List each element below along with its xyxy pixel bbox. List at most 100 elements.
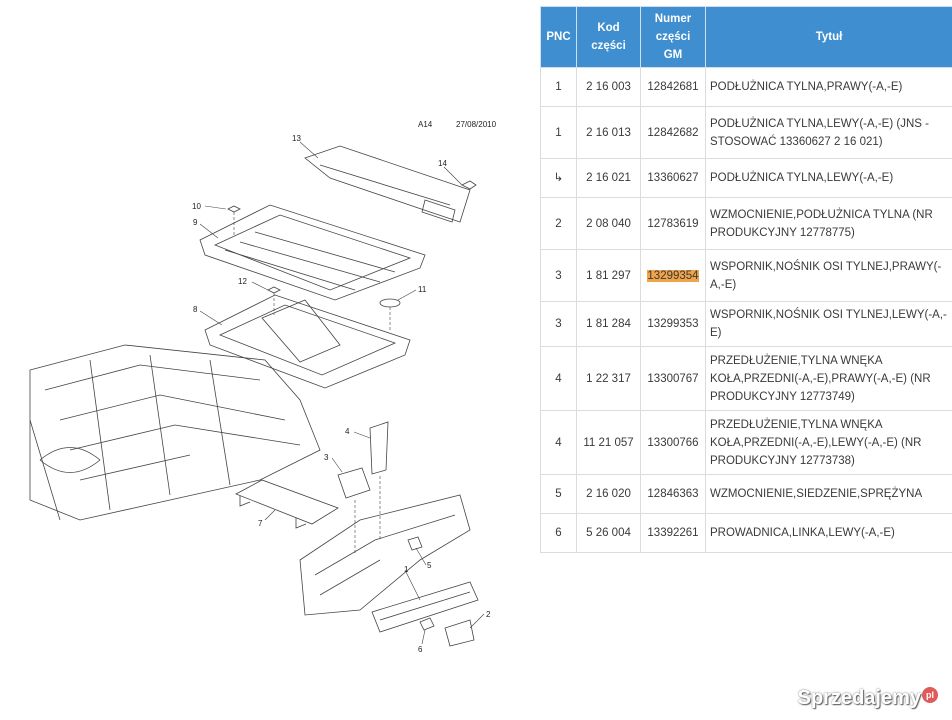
badge-dot-icon: pl (922, 687, 938, 703)
cell-numer: 13392261 (640, 513, 706, 553)
cell-pnc: 1 (540, 67, 577, 107)
part-number-text[interactable]: 12783619 (647, 217, 699, 230)
part-outlines (29, 145, 479, 647)
part-9-floor-panel (199, 204, 426, 301)
cell-numer: 12783619 (640, 197, 706, 250)
diagram-date: 27/08/2010 (456, 120, 497, 129)
cell-kod: 2 08 040 (576, 197, 641, 250)
cell-pnc: 2 (540, 197, 577, 250)
cell-tytul: WSPORNIK,NOŚNIK OSI TYLNEJ,LEWY(-A,-E) (705, 301, 952, 347)
cell-pnc: 4 (540, 410, 577, 475)
part-number-text[interactable]: 13360627 (647, 172, 699, 184)
diagram-drawing: A14 27/08/2010 (29, 120, 497, 654)
part-number-text[interactable]: 13392261 (647, 527, 699, 539)
part-number-text[interactable]: 13300766 (647, 436, 699, 449)
header-kod[interactable]: Kod części (576, 6, 641, 68)
callout-2: 2 (486, 610, 491, 619)
cell-pnc: 3 (540, 301, 577, 347)
callout-14: 14 (438, 159, 447, 168)
part-12-clip (267, 286, 281, 294)
cell-tytul: PRZEDŁUŻENIE,TYLNA WNĘKA KOŁA,PRZEDNI(-A… (705, 346, 952, 411)
cell-kod: 2 16 021 (576, 158, 641, 198)
cell-tytul: PRZEDŁUŻENIE,TYLNA WNĘKA KOŁA,PRZEDNI(-A… (705, 410, 952, 475)
header-numer[interactable]: Numer części GM (640, 6, 706, 68)
callout-labels: 1 2 3 4 5 6 7 8 9 10 11 12 13 14 (192, 134, 491, 654)
cell-numer: 13300766 (640, 410, 706, 475)
part-11-plug (379, 298, 401, 308)
rear-lower-body (299, 494, 471, 616)
callout-10: 10 (192, 202, 201, 211)
cell-pnc: ↳ (540, 158, 577, 198)
part-number-text[interactable]: 12842681 (647, 81, 699, 93)
cell-kod: 2 16 013 (576, 106, 641, 159)
cell-numer: 13300767 (640, 346, 706, 411)
part-5-reinforcement (407, 536, 423, 551)
cell-numer: 12846363 (640, 474, 706, 514)
cell-tytul: WSPORNIK,NOŚNIK OSI TYLNEJ,PRAWY(-A,-E) (705, 249, 952, 302)
cell-numer: 13360627 (640, 158, 706, 198)
cell-pnc: 5 (540, 474, 577, 514)
part-7-guide (235, 479, 339, 525)
callout-12: 12 (238, 277, 247, 286)
part-13-crossmember (304, 145, 471, 223)
cell-numer: 13299354 (640, 249, 706, 302)
part-4-extension (369, 421, 389, 475)
cell-kod: 5 26 004 (576, 513, 641, 553)
cell-kod: 1 81 284 (576, 301, 641, 347)
header-pnc[interactable]: PNC (540, 6, 577, 68)
cell-tytul: WZMOCNIENIE,PODŁUŻNICA TYLNA (NR PRODUKC… (705, 197, 952, 250)
watermark-text: Sprzedajemy (797, 687, 921, 709)
callout-leaders (199, 141, 485, 645)
cell-kod: 11 21 057 (576, 410, 641, 475)
cell-numer: 12842682 (640, 106, 706, 159)
callout-6: 6 (418, 645, 423, 654)
cell-pnc: 3 (540, 249, 577, 302)
callout-1: 1 (404, 565, 409, 574)
part-6-cable-guide (419, 617, 435, 631)
callout-3: 3 (324, 453, 329, 462)
cell-kod: 1 22 317 (576, 346, 641, 411)
callout-11: 11 (418, 285, 427, 294)
cell-tytul: PODŁUŻNICA TYLNA,LEWY(-A,-E) (705, 158, 952, 198)
part-3-bracket (337, 467, 371, 499)
part-number-text[interactable]: 13299353 (647, 318, 699, 330)
part-number-text[interactable]: 12842682 (647, 126, 699, 139)
callout-8: 8 (193, 305, 198, 314)
cell-numer: 12842681 (640, 67, 706, 107)
cell-tytul: WZMOCNIENIE,SIEDZENIE,SPRĘŻYNA (705, 474, 952, 514)
part-14-clip (461, 180, 477, 190)
cell-pnc: 1 (540, 106, 577, 159)
table-row[interactable]: ↳2 16 021 13360627 PODŁUŻNICA TYLNA,LEWY(-… (540, 158, 952, 198)
part-8-floor-panel (204, 294, 411, 389)
table-header-row: PNC Kod części Numer części GM Tytuł (540, 6, 952, 68)
dashed-guides (233, 212, 391, 555)
body-frame (29, 344, 321, 521)
callout-9: 9 (193, 218, 198, 227)
part-10-clip (227, 205, 241, 213)
cell-tytul: PODŁUŻNICA TYLNA,PRAWY(-A,-E) (705, 67, 952, 107)
part-number-text[interactable]: 13300767 (647, 372, 699, 385)
part-2-reinforcement (444, 619, 475, 647)
callout-5: 5 (427, 561, 432, 570)
part-number-text[interactable]: 13299354 (647, 269, 699, 282)
cell-pnc: 4 (540, 346, 577, 411)
callout-13: 13 (292, 134, 301, 143)
part-1-rail (371, 581, 479, 633)
callout-4: 4 (345, 427, 350, 436)
part-number-text[interactable]: 12846363 (647, 488, 699, 500)
header-tytul[interactable]: Tytuł (705, 6, 952, 68)
cell-tytul: PODŁUŻNICA TYLNA,LEWY(-A,-E) (JNS - STOS… (705, 106, 952, 159)
exploded-parts-diagram: A14 27/08/2010 (29, 120, 497, 654)
